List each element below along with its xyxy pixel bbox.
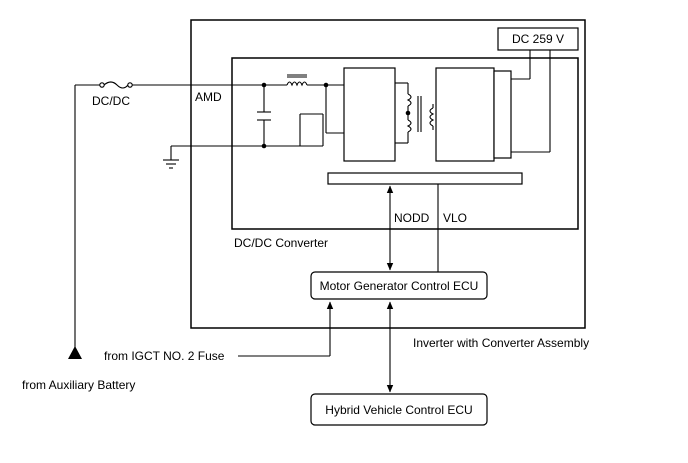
amd-label: AMD (195, 90, 222, 104)
igct-line (238, 301, 334, 357)
inverter-assembly-label: Inverter with Converter Assembly (413, 336, 589, 350)
from-aux-battery-label: from Auxiliary Battery (22, 378, 135, 392)
dc-259v-lines (511, 50, 551, 153)
mg-ecu-label: Motor Generator Control ECU (320, 279, 479, 293)
aux-battery-line (74, 81, 232, 352)
switching-module-box (343, 67, 396, 162)
from-igct-label: from IGCT NO. 2 Fuse (104, 349, 225, 363)
inductor-icon (286, 81, 308, 87)
input-filter (232, 74, 344, 149)
transformer-icon (405, 93, 435, 133)
fuse-dcdc-label: DC/DC (92, 94, 130, 108)
fuse-icon (103, 81, 129, 89)
vlo-label: VLO (443, 211, 467, 225)
nodd-label: NODD (394, 211, 430, 225)
primary-connections (395, 82, 409, 144)
dc-259v-label: DC 259 V (512, 32, 564, 46)
ground-icon (163, 145, 232, 169)
rectifier-module-box (435, 67, 495, 162)
battery-arrow-icon (68, 346, 82, 359)
control-bar (327, 172, 523, 185)
mg-ecu-box (310, 271, 488, 300)
output-module-box (493, 70, 512, 159)
hv-ecu-box (310, 393, 488, 426)
dcdc-converter-label: DC/DC Converter (234, 236, 328, 250)
dc-259v-box (497, 27, 579, 51)
hv-ecu-label: Hybrid Vehicle Control ECU (325, 403, 472, 417)
